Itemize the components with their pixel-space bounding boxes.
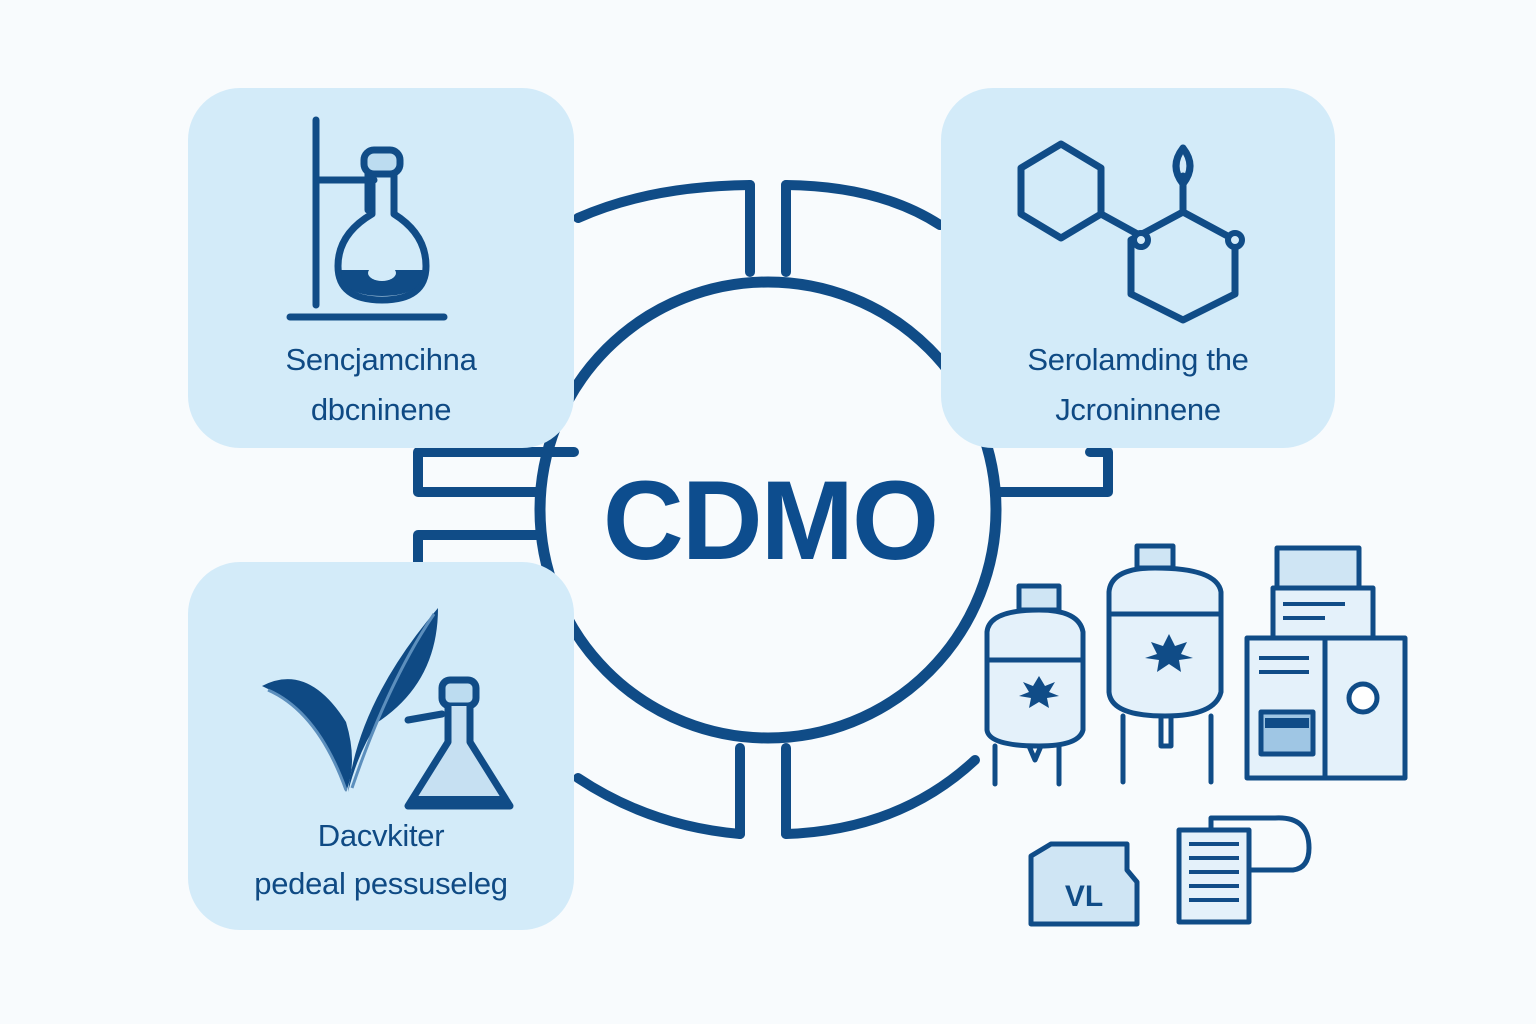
outer-ring-arc-bottom-right bbox=[781, 755, 980, 839]
card-top-left: Sencjamcihna dbcninene bbox=[188, 88, 574, 448]
leaf-and-flask-icon bbox=[262, 608, 514, 810]
card-top-right-line2: Jcroninnene bbox=[1055, 392, 1221, 427]
manufacturing-equipment-icon: VL bbox=[984, 543, 1408, 927]
card-top-right-line1: Serolamding the bbox=[1027, 342, 1249, 377]
outer-ring-arc-bottom-left bbox=[573, 773, 745, 839]
card-bottom-left-line2: pedeal pessuseleg bbox=[254, 866, 508, 901]
card-top-right: Serolamding the Jcroninnene bbox=[941, 88, 1335, 448]
card-top-left-line2: dbcninene bbox=[310, 392, 452, 427]
outer-ring-arc-top-right bbox=[781, 180, 945, 230]
molecule-structure-icon bbox=[1017, 140, 1245, 324]
connector-left-upper bbox=[413, 447, 579, 497]
center-label: CDMO bbox=[602, 457, 939, 583]
card-bottom-left-line1: Dacvkiter bbox=[317, 818, 445, 853]
connector-right bbox=[991, 447, 1113, 497]
flask-on-stand-icon bbox=[286, 116, 448, 321]
vial-label: VL bbox=[1065, 880, 1103, 913]
card-top-left-line1: Sencjamcihna bbox=[285, 342, 477, 377]
center-circle bbox=[534, 276, 1002, 744]
card-bottom-left: Dacvkiter pedeal pessuseleg bbox=[188, 562, 574, 930]
outer-ring-arc-top-left bbox=[573, 180, 755, 223]
